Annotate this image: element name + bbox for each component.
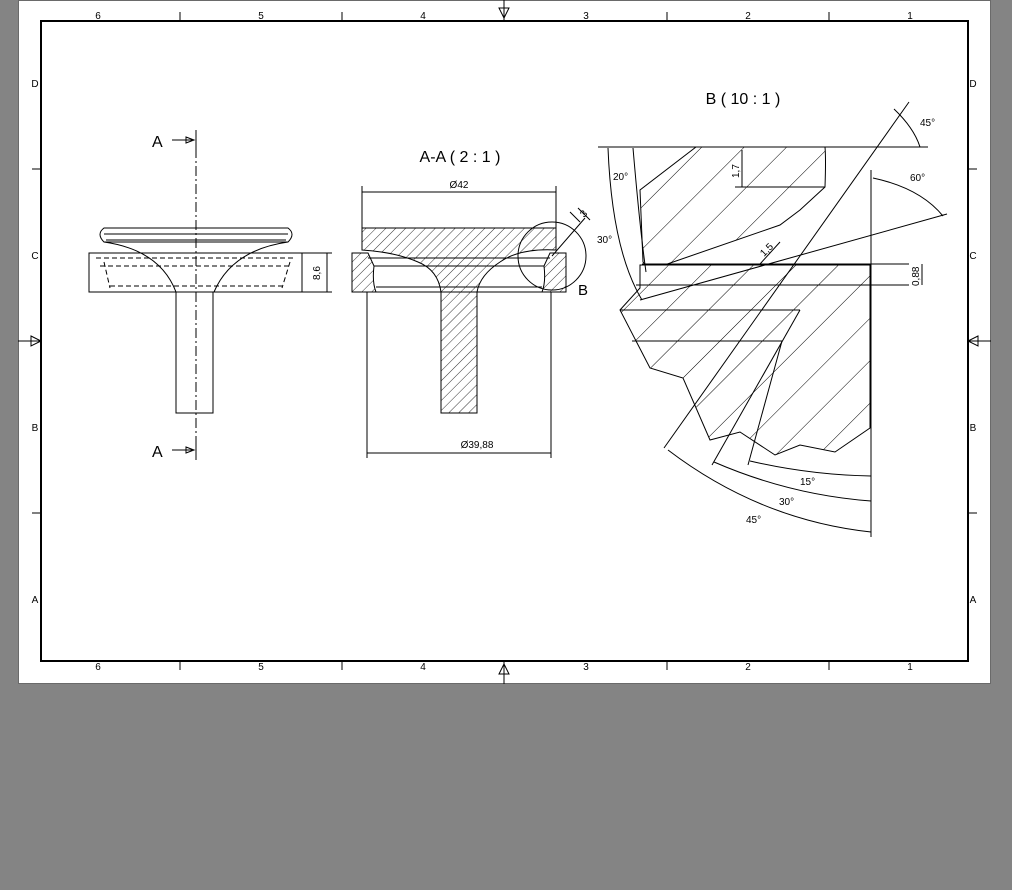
zone-row-label: B — [970, 423, 977, 434]
zone-col-label: 5 — [258, 662, 264, 673]
section-marker-bottom: A — [152, 444, 163, 461]
zone-col-label: 6 — [95, 11, 101, 22]
zone-col-label: 1 — [907, 11, 913, 22]
dim-1-7: 1,7 — [731, 164, 742, 178]
dim-top-diameter: Ø42 — [450, 180, 469, 191]
zone-row-label: C — [31, 251, 38, 262]
zone-labels: 6 5 4 3 2 1 6 5 4 3 2 1 D C B A D C B A — [31, 11, 976, 673]
drawing-frame — [18, 0, 991, 684]
angle-20: 20° — [613, 172, 628, 183]
zone-col-label: 1 — [907, 662, 913, 673]
zone-col-label: 3 — [583, 662, 589, 673]
dim-0-88: 0,88 — [911, 266, 922, 286]
zone-row-label: D — [969, 79, 976, 90]
angle-15: 15° — [800, 477, 815, 488]
front-view: A A 8,6 — [88, 130, 332, 461]
zone-row-label: A — [970, 595, 977, 606]
angle-30: 30° — [779, 497, 794, 508]
angle-60: 60° — [910, 173, 925, 184]
zone-row-label: A — [32, 595, 39, 606]
angle-45-bottom: 45° — [746, 515, 761, 526]
zone-col-label: 4 — [420, 11, 426, 22]
zone-row-label: C — [969, 251, 976, 262]
section-title: A-A ( 2 : 1 ) — [420, 149, 501, 166]
zone-col-label: 2 — [745, 662, 751, 673]
dim-bottom-diameter: Ø39,88 — [461, 440, 494, 451]
detail-view: B ( 10 : 1 ) 45° 60° 20° 1,7 1,5 — [598, 91, 948, 537]
angle-45-top: 45° — [920, 118, 935, 129]
zone-row-label: B — [32, 423, 39, 434]
dim-1-5: 1,5 — [758, 241, 776, 259]
zone-col-label: 2 — [745, 11, 751, 22]
detail-title: B ( 10 : 1 ) — [706, 91, 781, 108]
detail-marker: B — [578, 282, 588, 299]
zone-row-label: D — [31, 79, 38, 90]
zone-col-label: 3 — [583, 11, 589, 22]
dim-height: 8,6 — [312, 266, 323, 280]
section-view: A-A ( 2 : 1 ) Ø42 Ø39,88 3 30° B — [351, 149, 612, 458]
section-marker-top: A — [152, 134, 163, 151]
zone-col-label: 5 — [258, 11, 264, 22]
dim-angle: 30° — [597, 235, 612, 246]
zone-col-label: 4 — [420, 662, 426, 673]
zone-col-label: 6 — [95, 662, 101, 673]
